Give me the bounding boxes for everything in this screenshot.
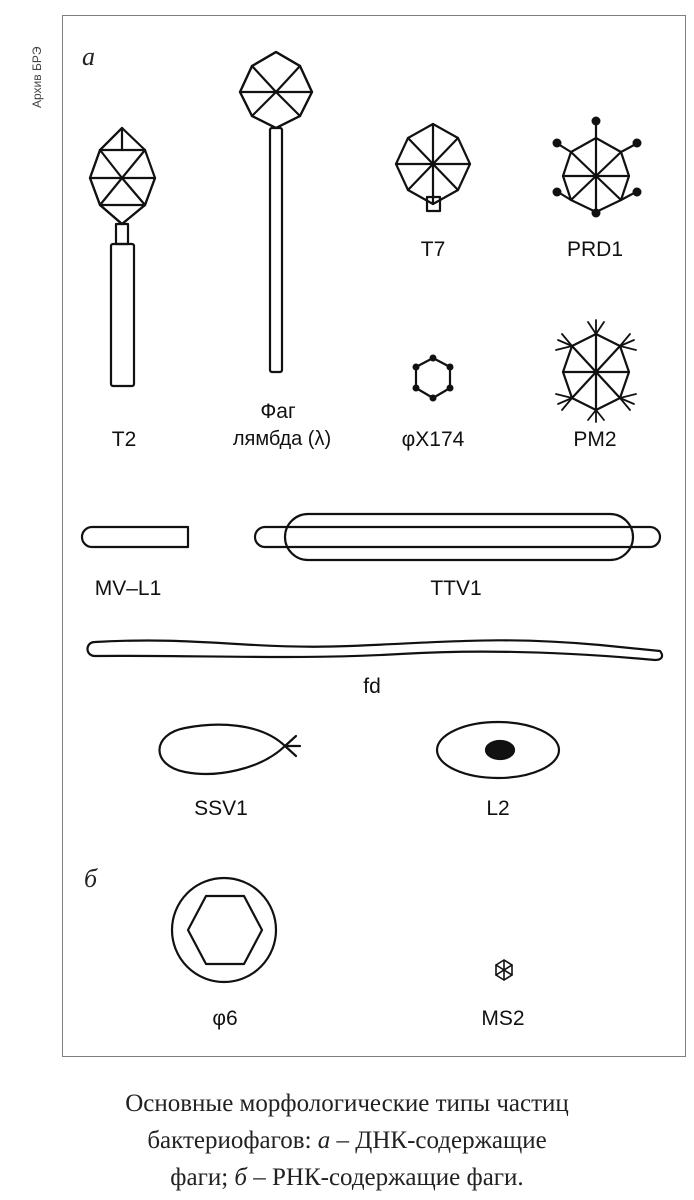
phix174-phage	[412, 354, 454, 402]
t7-label: T7	[420, 238, 446, 261]
lambda-phage	[238, 50, 314, 374]
pm2-phage	[555, 319, 637, 423]
pm2-label: PM2	[573, 428, 617, 451]
phix174-label: φX174	[401, 428, 465, 451]
lambda-label-line1: Фаг	[260, 400, 296, 423]
caption-line-3: фаги; б – РНК-содержащие фаги.	[0, 1159, 694, 1196]
ms2-label: MS2	[481, 1007, 525, 1030]
ttv1-label: TTV1	[430, 577, 482, 600]
figure-frame	[62, 15, 686, 1057]
prd1-phage	[552, 116, 642, 218]
ms2-phage	[495, 959, 513, 981]
ssv1-phage	[158, 723, 302, 775]
phi6-phage	[170, 876, 278, 984]
ssv1-label: SSV1	[194, 797, 248, 820]
caption-line-1: Основные морфологические типы частиц	[125, 1090, 569, 1117]
section-b-label: б	[84, 864, 98, 893]
section-a-label: а	[82, 42, 95, 71]
mvl1-label: MV–L1	[94, 577, 162, 600]
mvl1-phage	[80, 525, 190, 549]
phi6-label: φ6	[212, 1007, 238, 1030]
fd-label: fd	[363, 675, 381, 698]
caption-section-a: а	[317, 1127, 331, 1154]
l2-phage	[435, 720, 561, 780]
caption-line-2-post: – ДНК-содержащие	[330, 1127, 547, 1154]
prd1-label: PRD1	[566, 238, 624, 261]
figure-caption: Основные морфологические типы частиц бак…	[0, 1085, 694, 1196]
l2-label: L2	[486, 797, 510, 820]
lambda-label-line2: лямбда (λ)	[232, 428, 332, 450]
ttv1-phage	[253, 512, 662, 562]
caption-line-3-pre: фаги;	[170, 1164, 235, 1191]
caption-line-2: бактериофагов: а – ДНК-содержащие	[0, 1122, 694, 1159]
caption-line-2-pre: бактериофагов:	[147, 1127, 318, 1154]
caption-line-3-post: – РНК-содержащие фаги.	[247, 1164, 524, 1191]
fd-phage	[86, 639, 664, 662]
t7-phage	[394, 122, 472, 213]
t2-phage	[88, 126, 157, 388]
caption-section-b: б	[234, 1164, 247, 1191]
t2-label: T2	[111, 428, 137, 451]
